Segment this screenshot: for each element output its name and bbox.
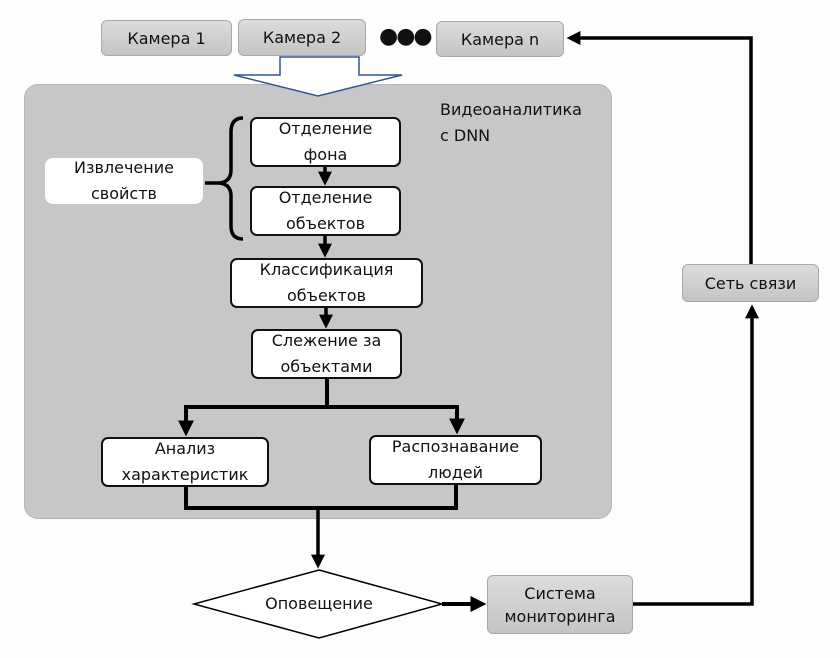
camera-n-box[interactable]: Камера n <box>436 21 564 57</box>
classification-line2: объектов <box>286 286 366 305</box>
analysis-line1: Анализ <box>154 439 216 458</box>
recognition-box[interactable]: Распознавание людей <box>369 435 542 485</box>
network-box[interactable]: Сеть связи <box>682 264 819 302</box>
tracking-line1: Слежение за <box>271 331 382 350</box>
camera-1-label: Камера 1 <box>127 28 206 48</box>
recognition-line2: людей <box>428 463 483 482</box>
classification-box[interactable]: Классификация объектов <box>230 258 423 308</box>
feature-extraction-label: Извлечение свойств <box>45 158 203 204</box>
object-separation-line1: Отделение <box>278 188 373 207</box>
notification-label: Оповещение <box>265 594 373 613</box>
tracking-line2: объектами <box>280 357 373 376</box>
object-separation-line2: объектов <box>285 214 365 233</box>
analysis-line2: характеристик <box>121 465 249 484</box>
classification-line1: Классификация <box>259 260 394 279</box>
camera-2-label: Камера 2 <box>262 28 342 47</box>
object-separation-box[interactable]: Отделение объектов <box>250 186 401 236</box>
monitoring-line1: Система <box>524 583 596 603</box>
camera-2-box[interactable]: Камера 2 <box>238 19 366 56</box>
videoanalytics-title-line1: Видеоаналитика <box>440 100 582 119</box>
recognition-line1: Распознавание <box>391 437 520 456</box>
monitoring-line2: мониторинга <box>504 606 616 626</box>
ellipsis-dots: ●●● <box>379 24 433 49</box>
network-label: Сеть связи <box>704 273 797 293</box>
background-separation-line2: фона <box>303 145 348 164</box>
analysis-box[interactable]: Анализ характеристик <box>101 437 269 487</box>
monitoring-to-network-connector <box>633 304 759 606</box>
camera-1-box[interactable]: Камера 1 <box>101 20 232 56</box>
tracking-box[interactable]: Слежение за объектами <box>251 329 402 379</box>
feature-extraction-line1: Извлечение <box>74 158 174 177</box>
camera-n-label: Камера n <box>460 29 540 49</box>
videoanalytics-title-line2: с DNN <box>440 126 491 145</box>
videoanalytics-title: Видеоаналитика с DNN <box>440 97 582 149</box>
monitoring-system-box[interactable]: Система мониторинга <box>487 575 633 634</box>
background-separation-line1: Отделение <box>278 119 373 138</box>
feature-extraction-line2: свойств <box>91 184 157 203</box>
background-separation-box[interactable]: Отделение фона <box>250 117 401 167</box>
